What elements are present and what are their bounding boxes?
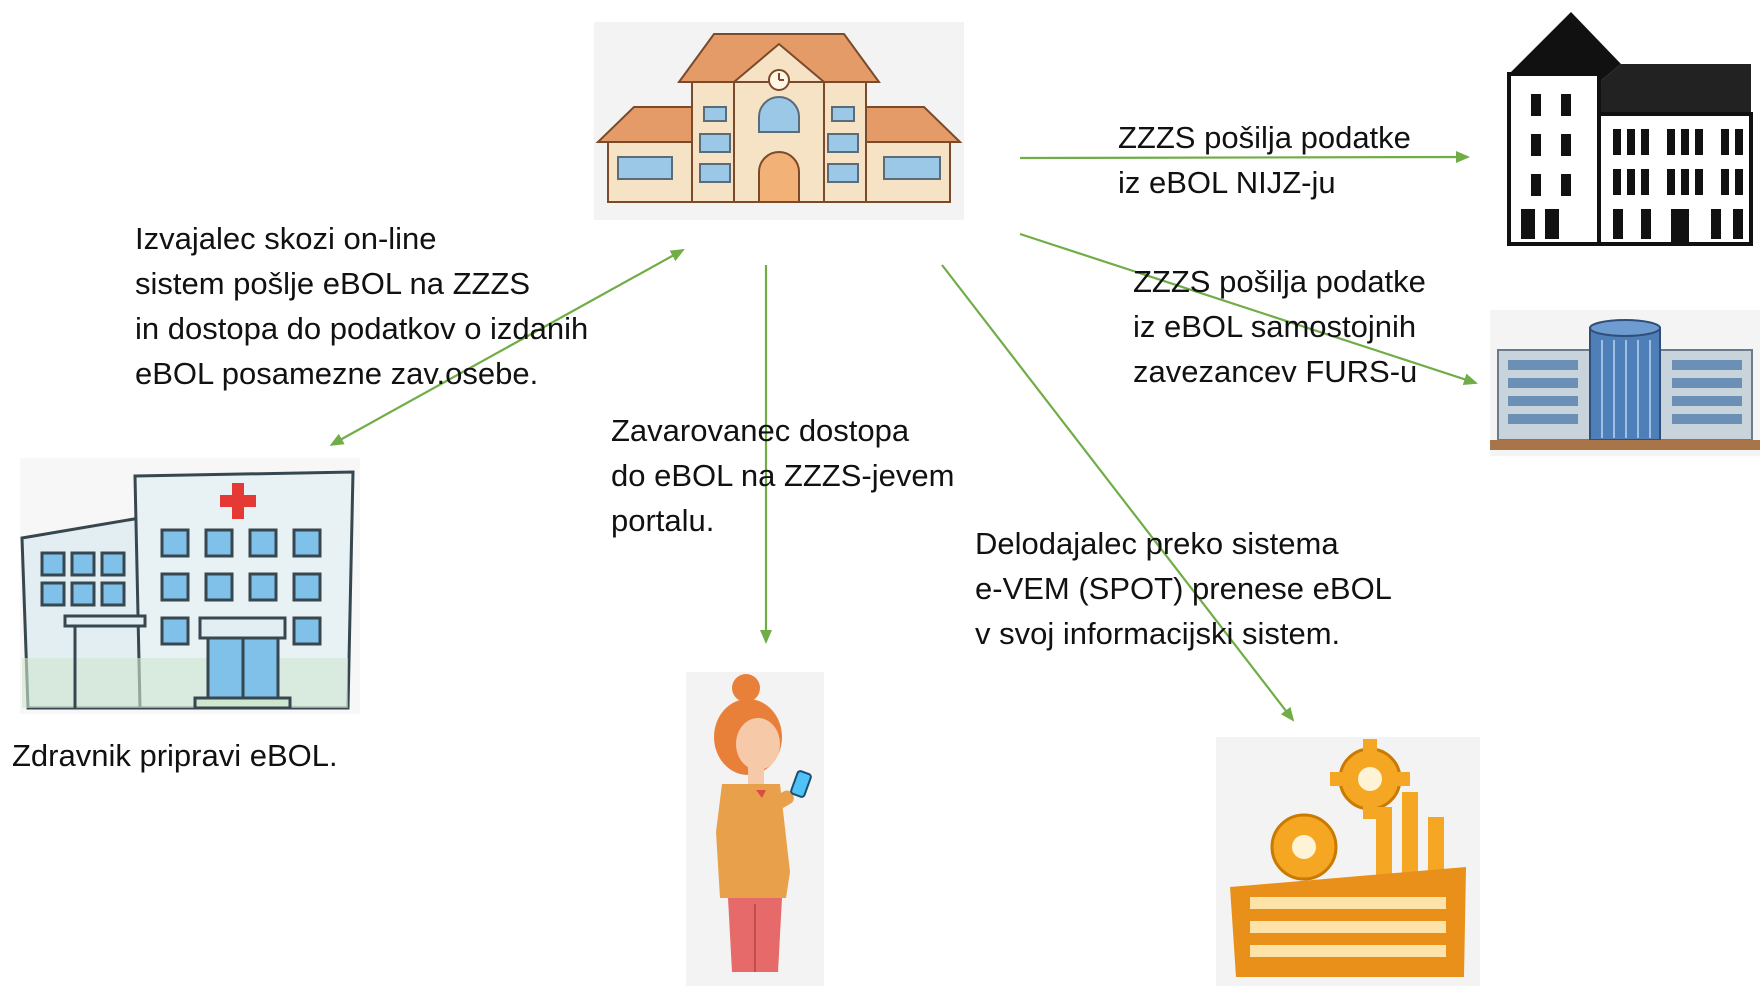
arrow-zzzs-employer [941,264,1295,722]
izvajalec-line: in dostopa do podatkov o izdanih [135,311,589,346]
nijz-label: ZZZS pošilja podatke iz eBOL NIJZ-ju [1118,115,1411,205]
izvajalec-line: Izvajalec skozi on-line [135,221,437,256]
nijz-building-icon [1501,4,1760,250]
arrow-zzzs-furs [1019,232,1478,385]
izvajalec-line: eBOL posamezne zav.osebe. [135,356,539,391]
izvajalec-label: Izvajalec skozi on-line sistem pošlje eB… [135,216,588,396]
arrow-zzzs-hospital [329,249,685,446]
furs-line: iz eBOL samostojnih [1133,309,1417,344]
nijz-line: ZZZS pošilja podatke [1118,120,1411,155]
zdravnik-label: Zdravnik pripravi eBOL. [12,738,338,773]
furs-label: ZZZS pošilja podatke iz eBOL samostojnih… [1133,259,1426,394]
delodajalec-line: Delodajalec preko sistema [975,526,1339,561]
delodajalec-line: e-VEM (SPOT) prenese eBOL [975,571,1392,606]
delodajalec-label: Delodajalec preko sistema e-VEM (SPOT) p… [975,521,1392,656]
zavarovanec-line: do eBOL na ZZZS-jevem [611,458,955,493]
zavarovanec-line: Zavarovanec dostopa [611,413,910,448]
izvajalec-line: sistem pošlje eBOL na ZZZS [135,266,531,301]
zavarovanec-label: Zavarovanec dostopa do eBOL na ZZZS-jeve… [611,408,954,543]
factory-icon [1216,737,1480,986]
furs-line: zavezancev FURS-u [1133,354,1418,389]
zzzs-building-icon [594,22,964,220]
furs-building-icon [1490,310,1760,456]
hospital-icon [20,458,360,714]
nijz-line: iz eBOL NIJZ-ju [1118,165,1336,200]
delodajalec-line: v svoj informacijski sistem. [975,616,1341,651]
arrow-zzzs-nijz [1019,151,1470,164]
furs-line: ZZZS pošilja podatke [1133,264,1426,299]
zavarovanec-line: portalu. [611,503,715,538]
insured-person-icon [686,672,824,986]
